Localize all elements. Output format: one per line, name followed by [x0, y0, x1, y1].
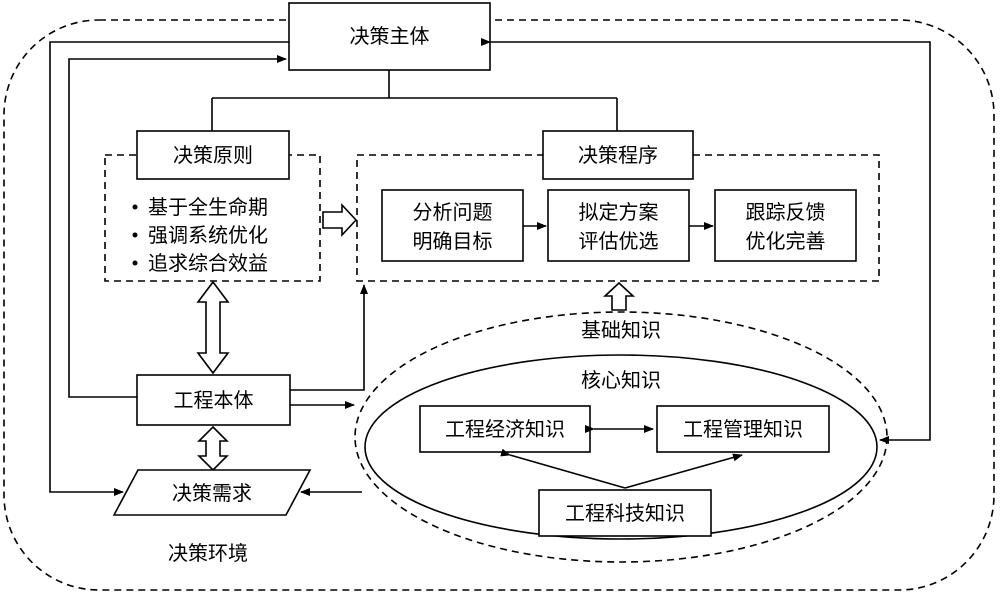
knowledge-link: [500, 448, 626, 489]
hollow-up-arrow-icon: [602, 281, 636, 311]
step-analyze-line2: 明确目标: [413, 229, 493, 253]
principle-item: 强调系统优化: [148, 223, 268, 247]
decision-demand-box: [112, 469, 312, 516]
decision-subject-label: 决策主体: [350, 24, 430, 48]
decision-environment-border: [3, 19, 995, 591]
basic-knowledge-label: 基础知识: [581, 318, 661, 342]
eng-economy-label: 工程经济知识: [445, 417, 565, 441]
eng-technology-label: 工程科技知识: [565, 501, 685, 525]
subject-branch-connector: [211, 70, 618, 131]
bullet-icon: [132, 232, 138, 238]
ontology-to-procedure-arrow: [290, 284, 368, 391]
principle-item: 基于全生命期: [148, 195, 268, 219]
principle-item: 追求综合效益: [148, 251, 268, 275]
eng-ontology-box: [136, 374, 291, 426]
decision-principle-label: 决策原则: [173, 143, 253, 167]
knowledge-link: [624, 453, 743, 489]
bullet-icon: [132, 204, 138, 210]
subject-knowledge-loop-arrow: [481, 38, 931, 444]
bullet-icon: [132, 260, 138, 266]
decision-principle-container: [104, 154, 321, 282]
decision-environment-label: 决策环境: [168, 541, 248, 565]
hollow-double-arrow-icon: [197, 425, 229, 472]
decision-procedure-label: 决策程序: [578, 143, 658, 167]
step-analyze-line1: 分析问题: [413, 200, 493, 224]
hollow-double-arrow-icon: [196, 280, 230, 375]
eng-technology-box: [538, 489, 712, 537]
core-knowledge-label: 核心知识: [581, 368, 661, 392]
eng-management-label: 工程管理知识: [683, 417, 803, 441]
subject-to-demand-arrow: [49, 41, 289, 496]
hollow-right-arrow-icon: [322, 202, 358, 238]
step-track-line1: 跟踪反馈: [746, 200, 826, 224]
step-plan-line2: 评估优选: [579, 229, 659, 253]
decision-demand-label: 决策需求: [172, 481, 252, 505]
decision-principle-box: [136, 130, 290, 180]
step-track-line2: 优化完善: [746, 229, 826, 253]
ontology-to-subject-arrow: [68, 55, 287, 398]
eng-ontology-label: 工程本体: [174, 388, 254, 412]
step-plan-line1: 拟定方案: [579, 200, 659, 224]
